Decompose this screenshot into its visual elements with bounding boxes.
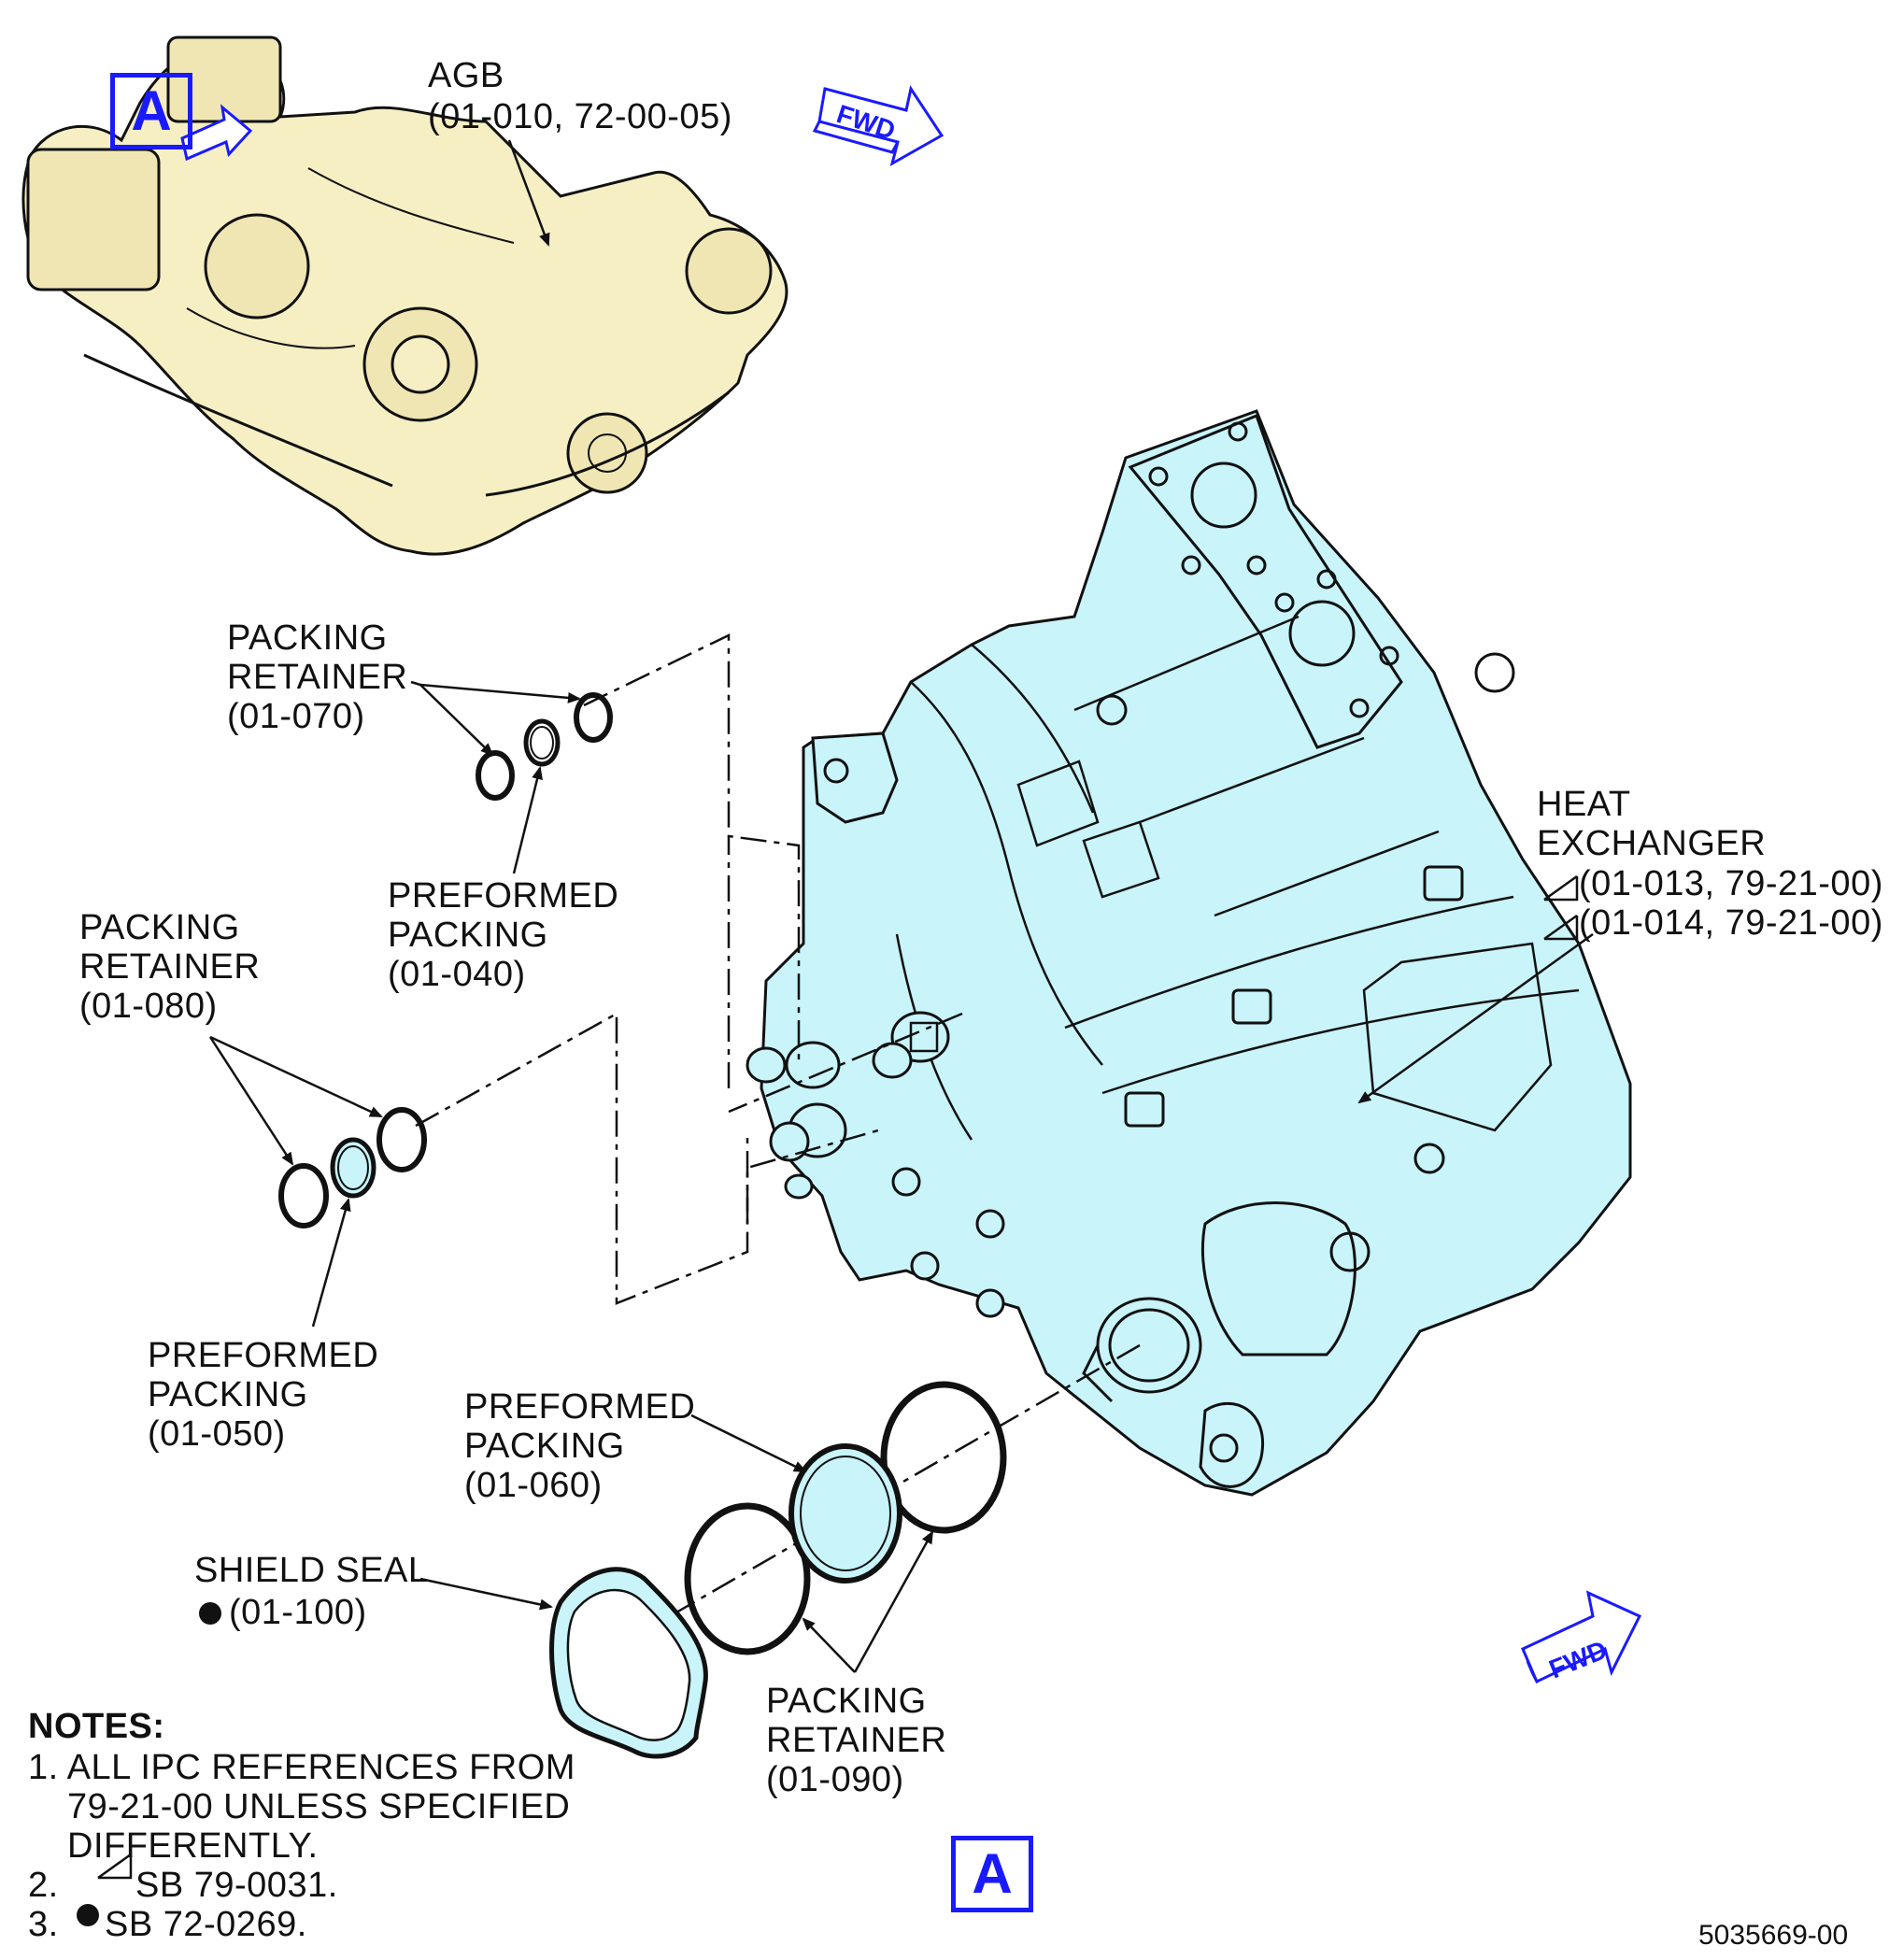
packing-retainer-080-ring-a [278, 1163, 329, 1229]
preformed-packing-040-ring [523, 718, 561, 767]
note-3-text: SB 72-0269. [105, 1905, 307, 1944]
preformed-packing-060-label-line1: PREFORMED [464, 1387, 696, 1427]
packing-retainer-090-reference: (01-090) [766, 1760, 904, 1799]
agb-label: AGB [428, 56, 504, 95]
packing-retainer-070-ring-a [476, 750, 515, 801]
note-1-line2: 79-21-00 UNLESS SPECIFIED [67, 1787, 571, 1826]
preformed-packing-050-reference: (01-050) [148, 1414, 286, 1454]
packing-retainer-070-label-line2: RETAINER [227, 658, 408, 697]
shield-seal-reference: (01-100) [229, 1593, 367, 1632]
heat-exchanger-label-line1: HEAT [1537, 785, 1631, 824]
packing-retainer-090-ring-b [880, 1381, 1007, 1534]
packing-retainer-090-label-line1: PACKING [766, 1682, 927, 1721]
packing-retainer-080-label-line2: RETAINER [79, 947, 261, 987]
shield-seal-label: SHIELD SEAL [194, 1551, 429, 1590]
leader-arrows [208, 680, 1594, 1673]
view-a-label-top: A [110, 73, 192, 149]
view-a-label-bottom: A [951, 1836, 1033, 1912]
heat-exchanger-reference-013: (01-013, 79-21-00) [1579, 864, 1883, 903]
packing-retainer-090-label-line2: RETAINER [766, 1721, 947, 1760]
note-2-text: SB 79-0031. [135, 1866, 338, 1905]
preformed-packing-060-ring [788, 1443, 902, 1584]
fwd-arrow-icon: FWD [812, 85, 944, 167]
figure-number: 5035669-00 [1698, 1920, 1849, 1951]
seal-rings [278, 692, 1007, 1759]
preformed-packing-040-reference: (01-040) [388, 955, 526, 994]
engine-overview-illustration [21, 36, 788, 556]
note-1-line1: 1. ALL IPC REFERENCES FROM [28, 1748, 575, 1787]
agb-leader [507, 139, 550, 247]
preformed-packing-050-label-line2: PACKING [148, 1375, 308, 1414]
view-a-arrow-icon [180, 104, 253, 162]
fwd-arrow-icon: FWD [1521, 1590, 1642, 1684]
heat-exchanger-illustration [746, 409, 1632, 1497]
triangle-flag-icon [97, 874, 1579, 1880]
assembly-lines [415, 633, 1141, 1646]
heat-exchanger-label-line2: EXCHANGER [1537, 824, 1767, 863]
note-1-line3: DIFFERENTLY. [67, 1826, 319, 1866]
note-3-number: 3. [28, 1905, 59, 1944]
preformed-packing-040-label-line1: PREFORMED [388, 876, 619, 916]
preformed-packing-060-label-line2: PACKING [464, 1427, 625, 1466]
notes-title: NOTES: [28, 1707, 165, 1746]
note-2-number: 2. [28, 1866, 59, 1905]
packing-retainer-090-ring-a [684, 1502, 811, 1655]
packing-retainer-070-ring-b [574, 692, 613, 743]
heat-exchanger-reference-014: (01-014, 79-21-00) [1579, 903, 1883, 943]
filled-circle-icon [77, 1904, 99, 1926]
agb-reference: (01-010, 72-00-05) [428, 97, 732, 136]
preformed-packing-040-label-line2: PACKING [388, 916, 548, 955]
packing-retainer-070-reference: (01-070) [227, 697, 365, 736]
preformed-packing-050-label-line1: PREFORMED [148, 1336, 379, 1375]
preformed-packing-060-reference: (01-060) [464, 1466, 603, 1505]
packing-retainer-080-label-line1: PACKING [79, 908, 240, 947]
packing-retainer-080-ring-b [376, 1107, 427, 1172]
packing-retainer-080-reference: (01-080) [79, 987, 218, 1026]
packing-retainer-070-label-line1: PACKING [227, 618, 388, 658]
filled-circle-icon [199, 1602, 221, 1625]
